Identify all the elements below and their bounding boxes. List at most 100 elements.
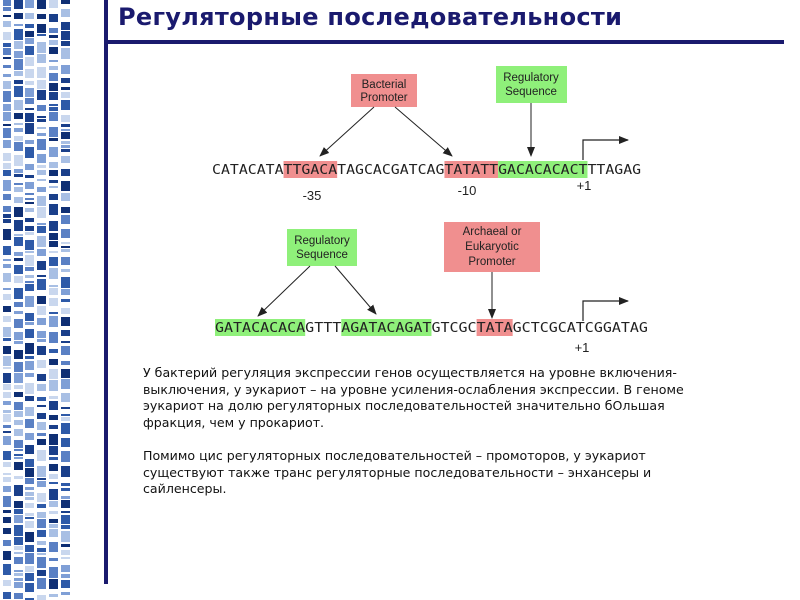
vertical-accent-line — [104, 0, 108, 584]
gel-band — [61, 500, 70, 508]
gel-band — [61, 565, 70, 572]
gel-band — [25, 373, 34, 377]
gel-band — [37, 578, 46, 589]
gel-band — [3, 486, 11, 492]
gel-band — [61, 132, 70, 139]
gel-band — [3, 206, 11, 212]
gel-band — [25, 396, 34, 401]
gel-band — [3, 564, 11, 575]
gel-band — [61, 451, 70, 462]
gel-band — [37, 493, 46, 502]
seq-bottom-segment-2: AGATACAGAT — [341, 321, 431, 336]
gel-band — [3, 153, 11, 161]
gel-band — [3, 180, 11, 191]
gel-band — [14, 319, 23, 328]
paragraph-2: Помимо цис регуляторных последовательнос… — [143, 447, 652, 497]
gel-band — [14, 174, 23, 177]
gel-band — [49, 446, 58, 455]
seq-bottom-segment-4: TATA — [477, 321, 513, 336]
gel-band — [61, 48, 70, 59]
gel-band — [37, 275, 46, 277]
gel-band — [37, 170, 46, 175]
gel-band — [37, 90, 46, 100]
gel-band — [25, 218, 34, 222]
gel-band — [14, 485, 23, 496]
gel-band — [3, 294, 11, 300]
gel-band — [25, 583, 34, 592]
gel-band — [14, 302, 23, 307]
gel-band — [61, 317, 70, 326]
gel-band — [37, 165, 46, 168]
gel-band — [61, 379, 70, 389]
gel-band — [3, 540, 11, 546]
gel-band — [37, 196, 46, 206]
gel-band — [25, 198, 34, 200]
gel-band — [61, 369, 70, 378]
gel-band — [37, 116, 46, 118]
gel-band — [25, 532, 34, 542]
gel-band — [37, 570, 46, 576]
gel-band — [61, 414, 70, 416]
gel-band — [49, 464, 58, 471]
gel-band — [61, 525, 70, 529]
gel-band — [49, 542, 58, 552]
gel-band — [61, 550, 70, 555]
gel-band — [3, 551, 11, 560]
gel-band — [14, 440, 23, 448]
gel-band — [49, 241, 58, 247]
gel-band — [37, 346, 46, 355]
gel-band — [61, 483, 70, 486]
gel-band — [61, 207, 70, 213]
gel-band — [37, 397, 46, 401]
gel-band — [49, 28, 58, 33]
gel-band — [3, 104, 11, 111]
gel-band — [3, 414, 11, 422]
gel-band — [25, 445, 34, 454]
gel-band — [49, 594, 58, 597]
arrow-to-minus10 — [394, 106, 453, 157]
gel-band — [61, 22, 70, 30]
gel-band — [61, 341, 70, 343]
gel-band — [25, 13, 34, 19]
gel-band — [25, 98, 34, 104]
gel-band — [49, 316, 58, 327]
gel-band — [14, 552, 23, 554]
gel-band — [37, 557, 46, 568]
gel-band — [37, 433, 46, 436]
gel-band — [49, 457, 58, 460]
gel-band — [49, 194, 58, 200]
gel-band — [49, 288, 58, 295]
arrow-to-regulatory-left — [257, 265, 311, 317]
gel-band — [14, 13, 23, 19]
gel-band — [14, 207, 23, 217]
gel-band — [14, 276, 23, 283]
gel-band — [3, 229, 11, 240]
gel-band — [25, 598, 34, 600]
gel-band — [49, 0, 58, 8]
gel-band — [49, 524, 58, 528]
gel-band — [3, 140, 11, 148]
seq-top-segment-3: TATATT — [444, 163, 498, 178]
gel-band — [14, 24, 23, 26]
gel-band — [61, 149, 70, 152]
gel-band — [37, 466, 46, 477]
gel-band — [61, 129, 70, 131]
gel-band — [61, 531, 70, 542]
seq-top-highlight-1 — [283, 161, 338, 178]
gel-band — [25, 513, 34, 516]
gel-band — [3, 327, 11, 337]
gel-band — [25, 275, 34, 278]
gel-band — [49, 285, 58, 287]
gel-band — [25, 182, 34, 189]
gel-band — [3, 462, 11, 467]
gel-band — [14, 258, 23, 261]
gel-band — [14, 362, 23, 372]
seq-bottom-segment-1: GTTT — [305, 321, 341, 336]
gel-band — [61, 289, 70, 295]
gel-band — [37, 24, 46, 33]
gel-band — [61, 308, 70, 314]
